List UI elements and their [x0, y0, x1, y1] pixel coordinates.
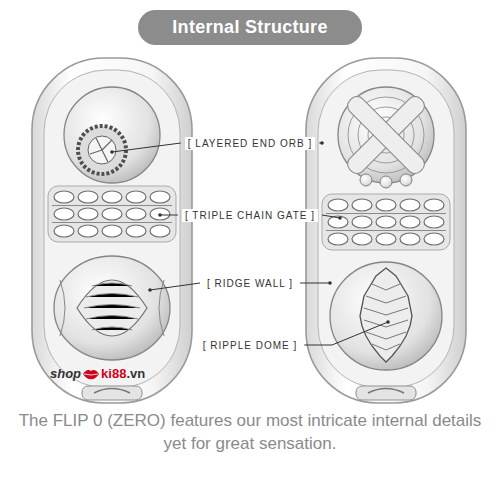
- left-cross-section-part: [54, 256, 170, 360]
- left-cross-section-part: [88, 136, 116, 164]
- right-cross-section-part: [344, 93, 427, 176]
- left-cross-section-part: [48, 186, 176, 242]
- watermark-text: .vn: [126, 366, 145, 381]
- left-cross-section-part: [78, 126, 126, 174]
- leader-dot: [320, 141, 324, 145]
- leader-dot: [328, 281, 332, 285]
- right-cross-section-part: [364, 284, 408, 350]
- right-cross-section-part-part: [400, 174, 412, 186]
- right-cross-section-part-part: [366, 296, 406, 303]
- right-cross-section-part: [322, 194, 450, 250]
- lips-icon-shape: [83, 370, 99, 379]
- left-cross-section-part: [60, 280, 164, 336]
- right-cross-section-part: [306, 58, 466, 403]
- leader-dot: [148, 288, 152, 292]
- right-cross-section-part-part: [360, 174, 372, 186]
- right-cross-section-part: [344, 93, 427, 176]
- right-cross-section-part: [330, 262, 442, 370]
- watermark-text: ki88: [101, 366, 126, 381]
- leader-dot: [110, 150, 114, 154]
- leader-dot: [158, 213, 162, 217]
- leader-line: [160, 215, 178, 216]
- part-label: [ RIDGE WALL ]: [204, 277, 296, 290]
- part-label: [ LAYERED END ORB ]: [185, 137, 315, 150]
- leader-line: [300, 283, 330, 284]
- leader-line: [150, 283, 200, 290]
- leader-dot: [386, 320, 390, 324]
- right-cross-section-part-part: [372, 284, 400, 290]
- watermark-text: shop: [50, 366, 81, 381]
- left-cross-section-part-part: [92, 283, 132, 286]
- leader-line: [112, 143, 181, 152]
- leader-dot: [338, 216, 342, 220]
- left-cross-section-part: [90, 138, 112, 162]
- right-cross-section-part-part: [380, 176, 392, 188]
- watermark: shop ki88.vn: [50, 366, 145, 381]
- right-cross-section-part: [360, 268, 412, 362]
- leader-line: [304, 322, 388, 345]
- left-cross-section-part-part: [84, 305, 140, 309]
- right-cross-section-part-part: [364, 308, 408, 315]
- part-label: [ TRIPLE CHAIN GATE ]: [182, 209, 318, 222]
- left-cross-section-part: [64, 87, 160, 183]
- lips-icon: [82, 368, 100, 380]
- right-cross-section: [306, 58, 466, 403]
- left-cross-section-part-part: [92, 327, 132, 330]
- left-cross-section-part: [77, 280, 147, 336]
- title-pill: Internal Structure: [138, 10, 361, 45]
- left-cross-section: [32, 58, 192, 403]
- right-cross-section-part: [338, 87, 434, 183]
- left-cross-section-part: [32, 58, 192, 403]
- left-cross-section-part-part: [86, 316, 138, 320]
- right-cross-section-part-part: [364, 320, 408, 327]
- part-label: [ RIPPLE DOME ]: [200, 339, 300, 352]
- left-cross-section-part-part: [60, 280, 65, 336]
- leader-line: [322, 215, 340, 218]
- caption: The FLIP 0 (ZERO) features our most intr…: [18, 410, 482, 456]
- right-cross-section-part: [360, 174, 412, 188]
- lips-icon-line: [84, 374, 98, 375]
- right-cross-section-part-part: [366, 332, 406, 339]
- left-cross-section-part-part: [86, 294, 138, 298]
- right-cross-section-part-part: [372, 344, 400, 350]
